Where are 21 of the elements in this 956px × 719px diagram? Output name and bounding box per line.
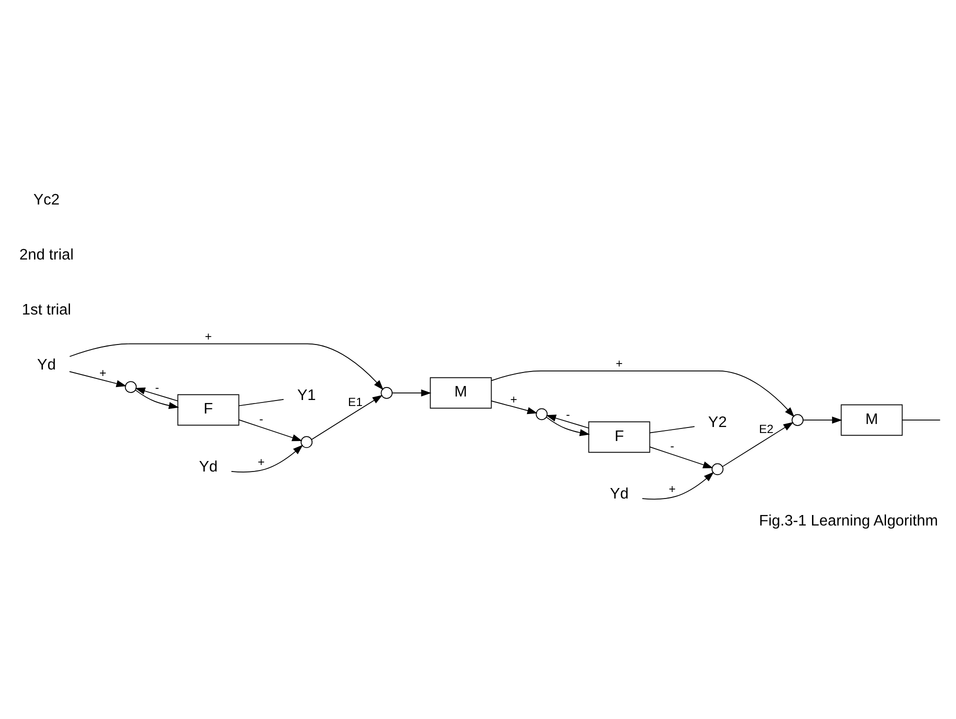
node-text: Yd [37,356,56,374]
caption: Fig.3-1 Learning Algorithm [759,512,938,530]
edge-label: + [258,455,265,469]
edge-label: E1 [348,394,363,409]
edge-label: - [155,380,160,394]
edge-label: + [99,366,106,380]
node-text: Y1 [297,387,316,404]
edge-label: + [616,356,623,371]
edge-label: E2 [758,422,774,436]
edge-label: - [566,408,570,422]
label: Yc2 [33,191,60,208]
label: 2nd trial [19,246,74,264]
edge-label: + [510,392,518,406]
edge-label: - [670,438,674,453]
node-text: Yd [610,485,629,502]
node-text: Yd [198,458,218,476]
edge-label: + [668,482,676,496]
node-text: Y2 [708,414,727,432]
edge-label: - [259,412,264,426]
edge-label: + [204,330,212,344]
label: 1st trial [22,302,72,319]
